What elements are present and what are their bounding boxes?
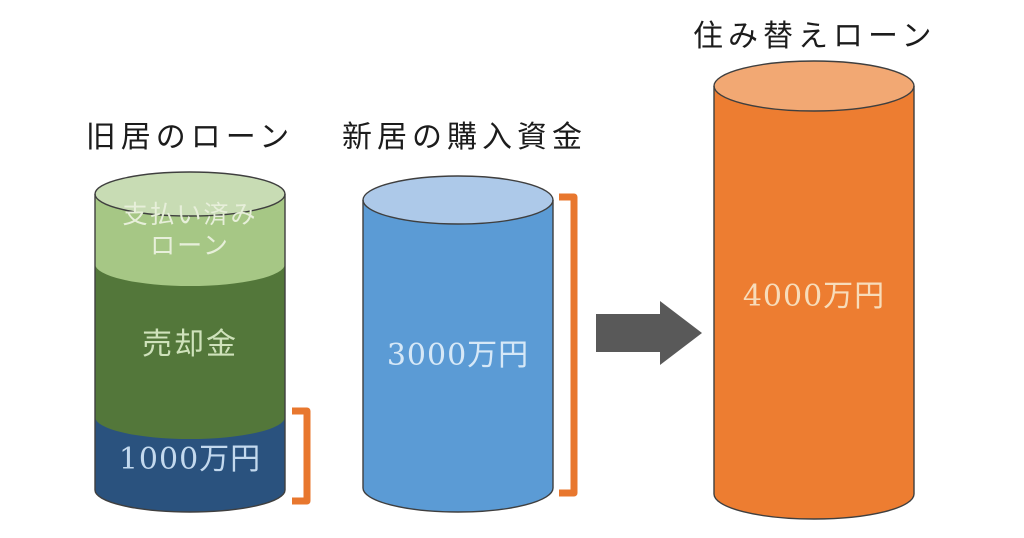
purchase-funds-amount-label: 3000万円 — [386, 338, 530, 373]
remaining-loan-segment — [95, 416, 285, 512]
relocation-loan-cylinder-top — [713, 60, 915, 112]
old-home-loan-title: 旧居のローン — [85, 120, 295, 155]
remaining-loan-bracket — [292, 407, 311, 505]
sale-proceeds-segment — [95, 263, 285, 439]
paid-loan-label-line1: 支払い済み — [122, 200, 258, 229]
new-home-funds-title: 新居の購入資金 — [342, 120, 587, 155]
purchase-funds-cylinder — [362, 175, 554, 513]
remaining-loan-amount-label: 1000万円 — [118, 442, 262, 477]
relocation-loan-cylinder — [713, 60, 915, 520]
right-arrow-icon — [596, 301, 702, 365]
old-home-cylinder-outline — [94, 194, 286, 513]
sale-proceeds-label: 売却金 — [142, 327, 238, 362]
relocation-loan-body — [714, 86, 914, 519]
relocation-loan-amount-label: 4000万円 — [742, 279, 886, 314]
old-home-loan-cylinder — [94, 171, 286, 513]
paid-loan-label-line2: ローン — [150, 231, 230, 260]
relocation-loan-title: 住み替えローン — [693, 19, 937, 54]
purchase-funds-bracket — [559, 193, 578, 497]
purchase-funds-cylinder-outline — [362, 200, 554, 513]
purchase-funds-body — [363, 200, 553, 512]
paid-loan-segment — [95, 194, 285, 286]
relocation-loan-cylinder-outline — [713, 86, 915, 520]
purchase-funds-cylinder-top — [362, 175, 554, 225]
